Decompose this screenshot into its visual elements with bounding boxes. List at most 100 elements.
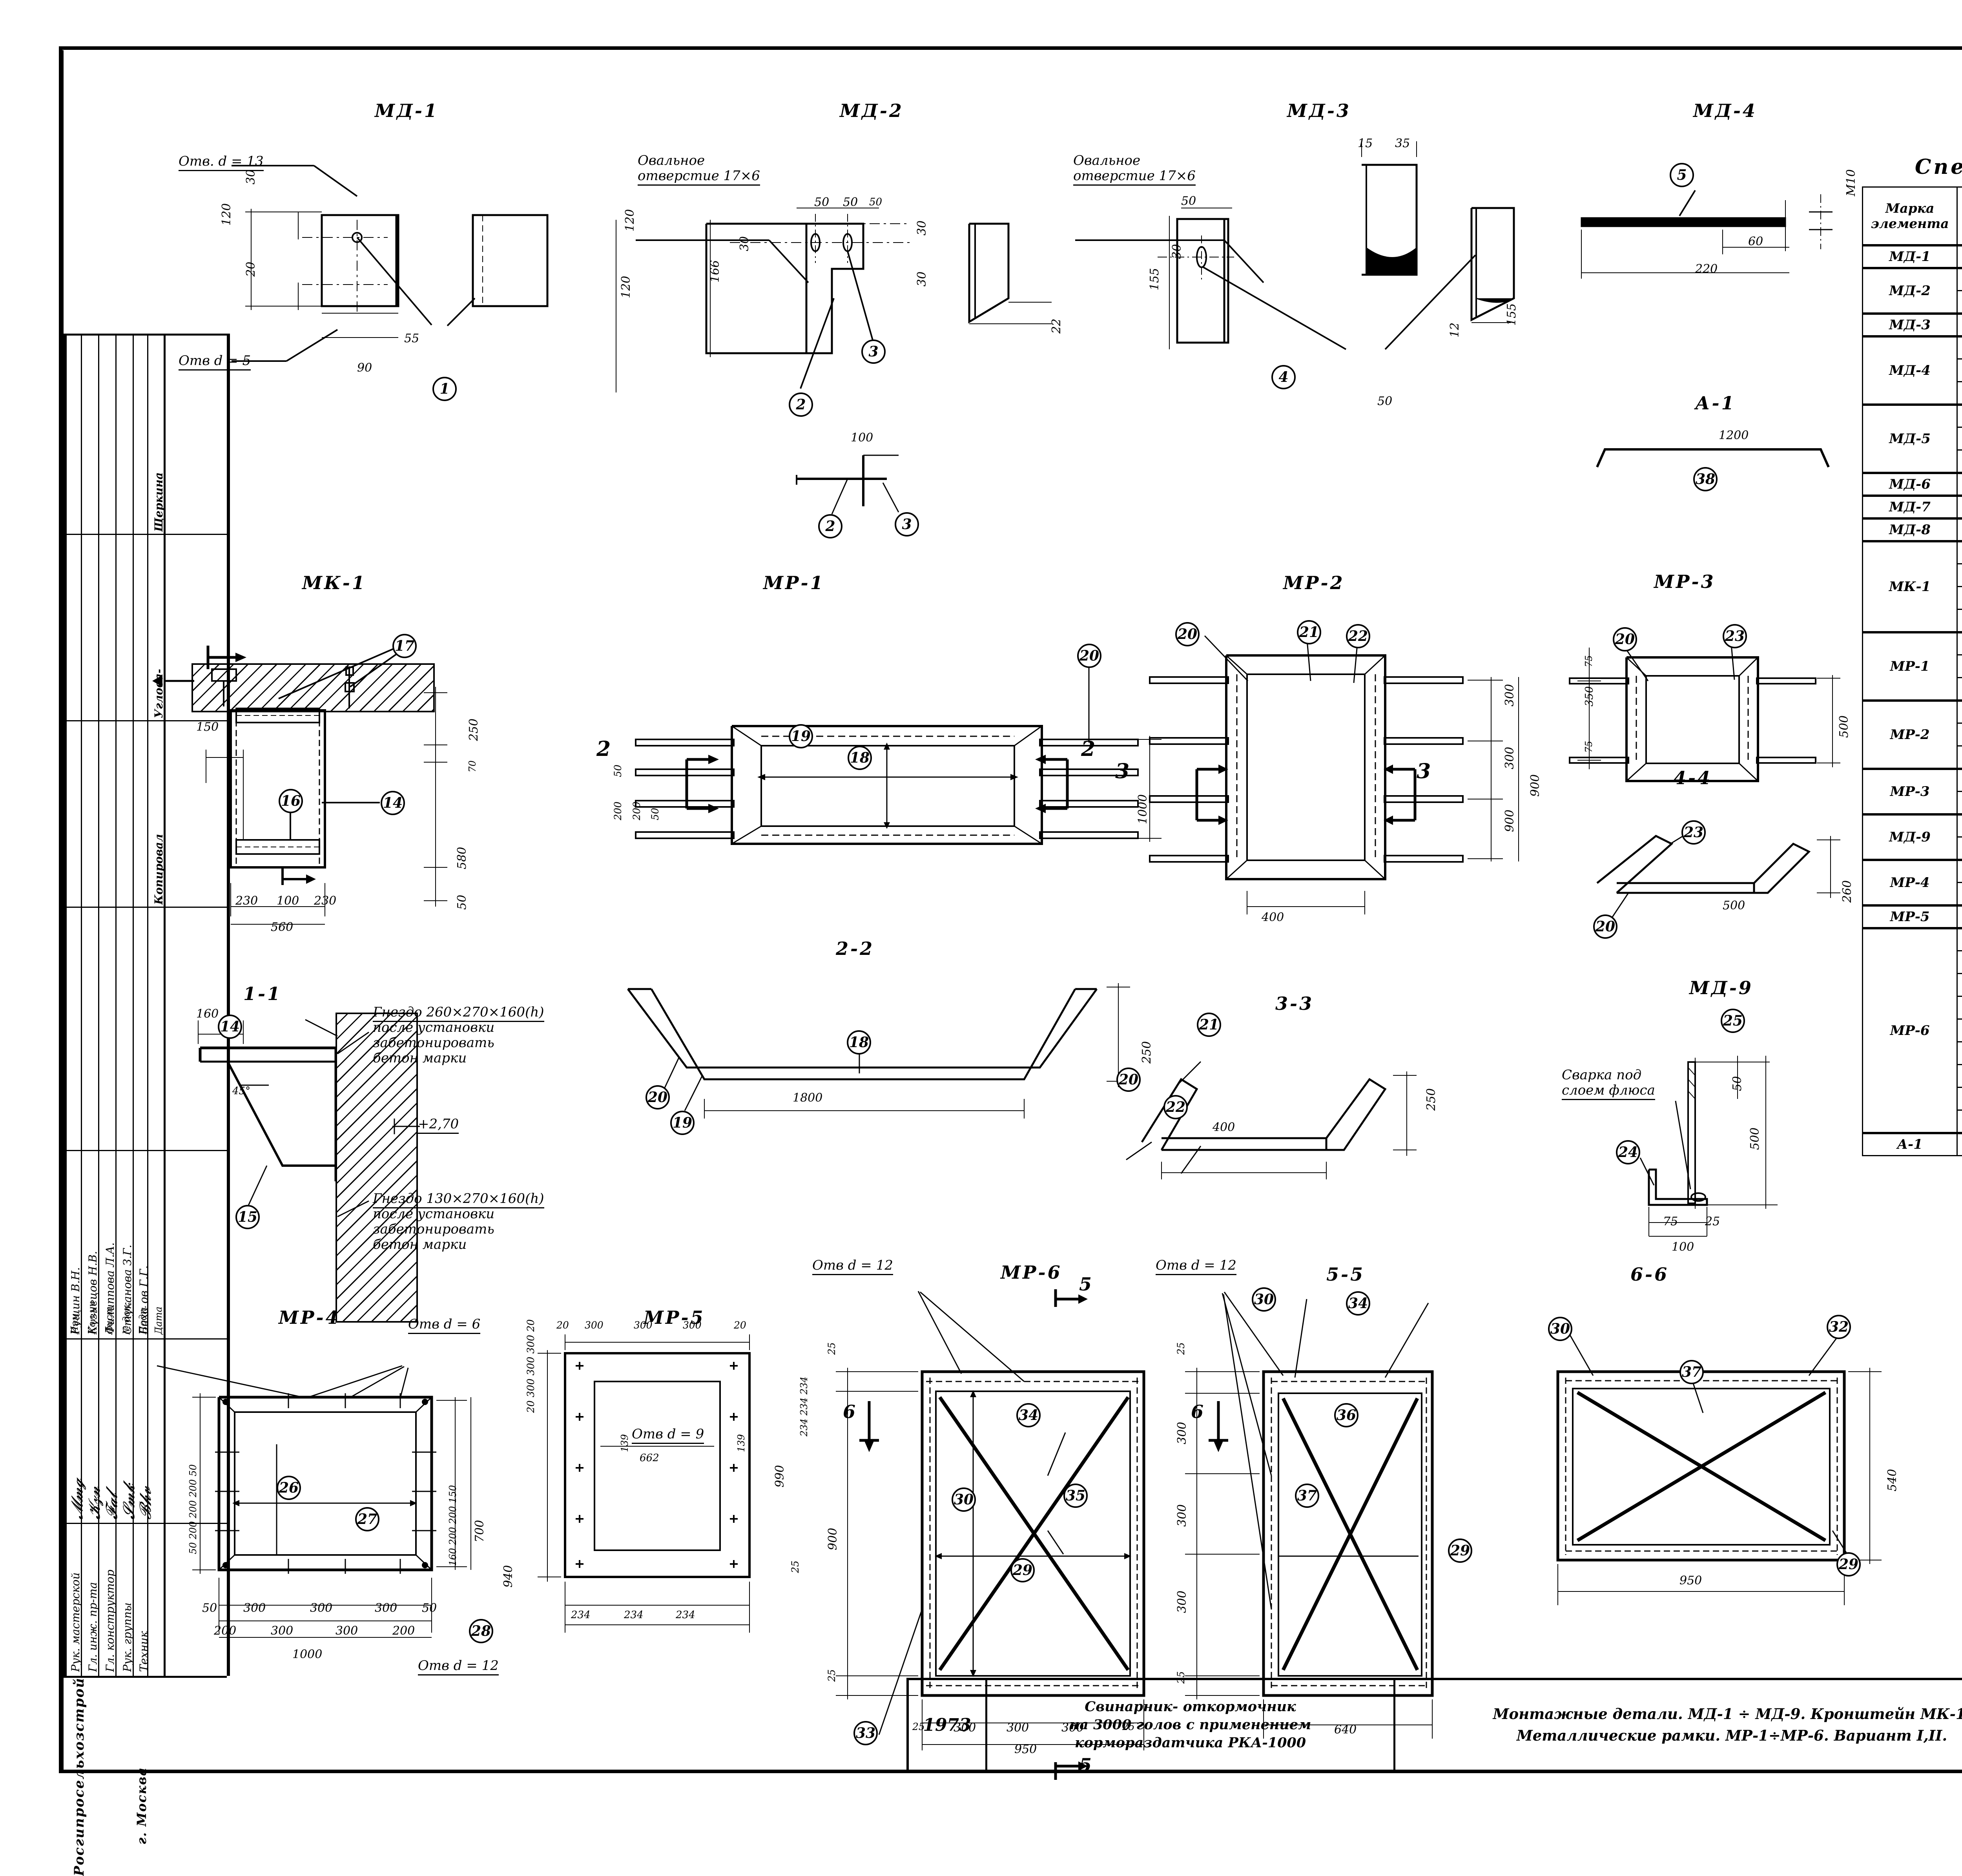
- dim-md9-25: 25: [1705, 1215, 1720, 1228]
- dim-md1-30: 30: [244, 170, 258, 184]
- dim-md3-155b: 155: [1505, 303, 1519, 326]
- balloon-36-s55: 36: [1334, 1403, 1358, 1427]
- spec-cell-mark: МР-3: [1863, 769, 1957, 814]
- dim-md2-120: 120: [619, 276, 633, 298]
- s44-geometry: [1574, 808, 1887, 934]
- dim-mr4-1000: 1000: [292, 1648, 322, 1661]
- spec-cell-pos: 23: [1957, 769, 1962, 792]
- a1-geometry: [1577, 424, 1852, 502]
- spec-cell-mark: МД-8: [1863, 518, 1957, 541]
- dim-mr6-25b: 25: [826, 1669, 837, 1682]
- spec-cell-pos: 11: [1957, 473, 1962, 496]
- spec-cell-pos: 34: [1957, 1042, 1962, 1065]
- dim-mr5-234c: 234: [676, 1609, 695, 1621]
- spec-table-row: МД-58Болт М1210010,100,100,1б/ч: [1863, 405, 1962, 427]
- dim-md2-30a: 30: [738, 236, 751, 251]
- dim-mr5-139a: 139: [619, 1434, 630, 1452]
- spec-cell-pos: 27: [1957, 883, 1962, 905]
- dim-md4-60: 60: [1748, 235, 1763, 248]
- dim-mr4-300b: 300: [310, 1601, 332, 1615]
- spec-table-row: МК-114∟50×595023,587,1620,9: [1863, 541, 1962, 564]
- spec-cell-pos: 4: [1957, 314, 1962, 336]
- balloon-29-mr6: 29: [1010, 1558, 1035, 1582]
- section-marker-3-right: 3: [1417, 759, 1431, 783]
- section-title-3-3: 3-3: [1275, 993, 1314, 1014]
- stamp-signature-1: 𝓚𝔃𝓷: [86, 1484, 104, 1521]
- section-title-2-2: 2-2: [836, 938, 874, 959]
- spec-table-head: Марка элемента поз Сечение Длина Кол. Ма…: [1863, 187, 1962, 245]
- spec-cell-pos: 3: [1957, 291, 1962, 314]
- spec-cell-mark: МР-1: [1863, 632, 1957, 701]
- spec-cell-pos: 37: [1957, 1110, 1962, 1133]
- spec-cell-pos: 35: [1957, 1065, 1962, 1088]
- dim-mr4-200a: 200: [214, 1624, 236, 1638]
- balloon-2: 2: [789, 392, 813, 417]
- dim-mr1-50b: 50: [649, 808, 661, 820]
- dim-mr5-20b: 20: [734, 1319, 746, 1331]
- balloon-32-s66: 32: [1827, 1315, 1851, 1339]
- dim-md2-166: 166: [708, 260, 722, 283]
- spec-cell-pos: 25: [1957, 837, 1962, 860]
- stamp-signature-0: 𝓜𝓶𝓰: [68, 1476, 86, 1521]
- spec-cell-pos: 19: [1957, 655, 1962, 678]
- spec-table-title: Спецификация стальных элементов: [1915, 155, 1962, 179]
- mr3-geometry: [1566, 589, 1880, 832]
- dim-s66-540: 540: [1885, 1469, 1899, 1491]
- spec-table-row: МД-611– 160×828012,812,812,8б/ч: [1863, 473, 1962, 496]
- section-marker-2-right: 2: [1081, 737, 1095, 761]
- spec-cell-pos: 32: [1957, 996, 1962, 1019]
- dim-s55-300c: 300: [1175, 1591, 1189, 1613]
- dim-md1-90: 90: [357, 361, 372, 375]
- spec-cell-pos: 29: [1957, 928, 1962, 951]
- balloon-23-mr3: 23: [1723, 624, 1747, 648]
- balloon-19-s22: 19: [670, 1111, 695, 1135]
- dim-md3b-35: 35: [1395, 137, 1410, 150]
- dim-md2-50a: 50: [814, 195, 829, 209]
- balloon-33-mr6: 33: [853, 1721, 878, 1745]
- dim-md2-30c: 30: [915, 272, 929, 287]
- spec-cell-mark: МР-5: [1863, 905, 1957, 928]
- balloon-30-mr6: 30: [952, 1487, 976, 1512]
- note-sec11-elevation: +2,70: [418, 1117, 459, 1132]
- title-block-drawing-line-1: Металлические рамки. МР-1÷МР-6. Вариант …: [1517, 1725, 1947, 1747]
- section-title-6-6: 6-6: [1630, 1264, 1669, 1285]
- dim-mr6-900: 900: [826, 1528, 840, 1550]
- dim-mr3-500: 500: [1837, 715, 1851, 738]
- balloon-30-s55: 30: [1252, 1287, 1276, 1312]
- section-marker-6-s55: 6: [1191, 1401, 1203, 1422]
- stamp-left-edge: [64, 334, 67, 1676]
- dim-mr3-75a: 75: [1583, 655, 1594, 667]
- balloon-20-s33: 20: [1116, 1068, 1141, 1092]
- spec-cell-pos: 18: [1957, 632, 1962, 655]
- stamp-role-3: Рук. группы: [121, 1602, 134, 1672]
- spec-cell-pos: 15: [1957, 564, 1962, 587]
- stamp-col-5: [147, 334, 148, 1676]
- balloon-29-s55: 29: [1448, 1538, 1472, 1563]
- dim-mr4-300c: 300: [375, 1601, 397, 1615]
- dim-md3b-50: 50: [1377, 394, 1392, 408]
- s55-geometry: [1154, 1256, 1546, 1680]
- balloon-3: 3: [861, 339, 886, 364]
- title-block-drawing-line-0: Монтажные детали. МД-1 ÷ МД-9. Кронштейн…: [1493, 1703, 1962, 1725]
- spec-cell-mark: МД-4: [1863, 336, 1957, 405]
- mr1-geometry: [628, 581, 1118, 856]
- dim-md9-75: 75: [1663, 1215, 1678, 1228]
- dim-mr5-left-stack: 20 300 300 300 20: [525, 1319, 536, 1413]
- balloon-20-mr2: 20: [1175, 622, 1200, 646]
- spec-cell-mark: МК-1: [1863, 541, 1957, 632]
- spec-table-row: МД-813– 80×855012,762,762,8б/ч: [1863, 518, 1962, 541]
- section-marker-6: 6: [843, 1401, 855, 1422]
- balloon-35-mr6: 35: [1063, 1484, 1088, 1508]
- stamp-name-1: Кузнецов Н.В.: [86, 1251, 99, 1334]
- dim-mr6-25a: 25: [826, 1342, 837, 1355]
- dim-mr2-400: 400: [1262, 911, 1284, 924]
- balloon-20-mr3: 20: [1613, 627, 1637, 651]
- dim-mk1-560: 560: [271, 920, 293, 934]
- spec-cell-pos: 28: [1957, 905, 1962, 928]
- md9-geometry: [1511, 962, 1864, 1244]
- dim-mr2-300b: 300: [1503, 747, 1517, 769]
- spec-cell-pos: 5: [1957, 336, 1962, 359]
- balloon-1: 1: [432, 377, 457, 401]
- spec-cell-pos: 8: [1957, 405, 1962, 427]
